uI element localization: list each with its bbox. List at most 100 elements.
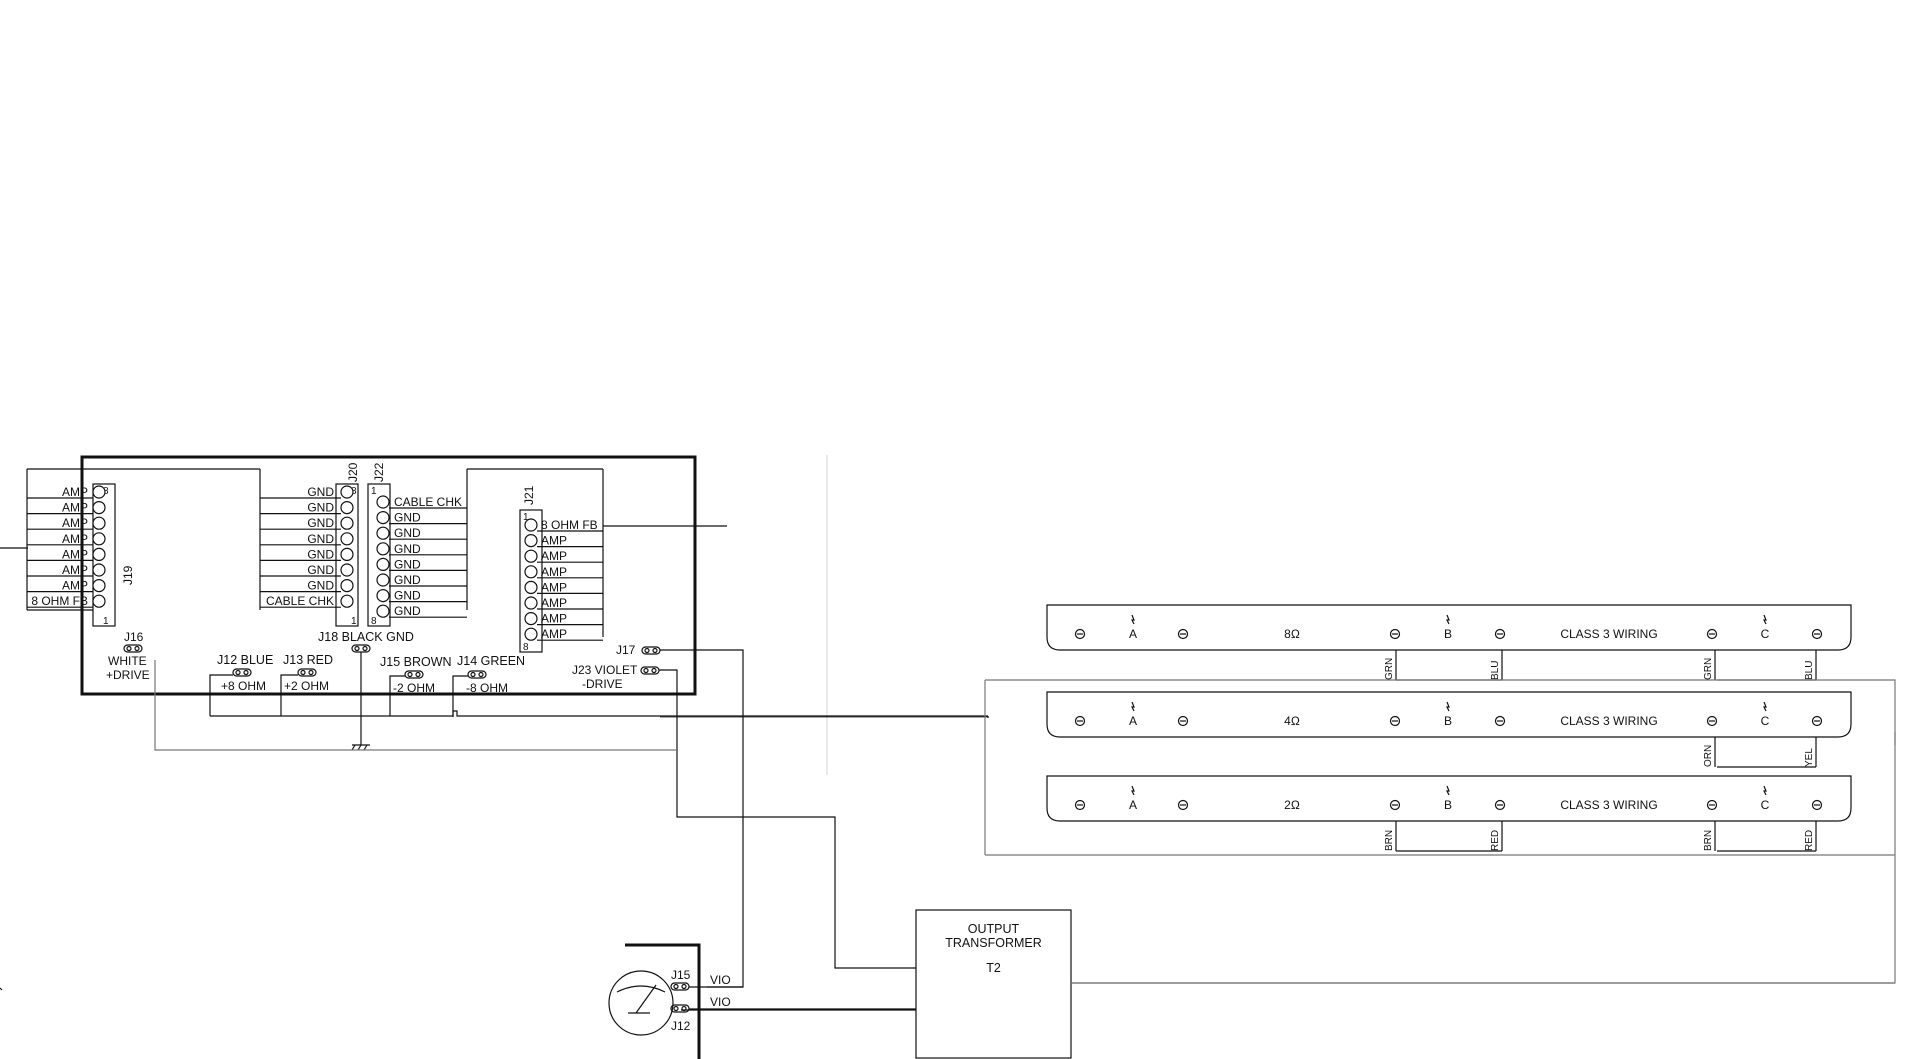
j19-pin bbox=[92, 532, 106, 546]
j21-pin bbox=[524, 518, 538, 532]
j22-pin-label: GND bbox=[394, 511, 421, 525]
j19-pin-bottom: 1 bbox=[103, 616, 109, 627]
j20-pin-label: GND bbox=[307, 547, 334, 561]
j22-pin bbox=[376, 510, 390, 525]
j21-pin-label: AMP bbox=[541, 627, 567, 641]
plus-drive-label: +DRIVE bbox=[106, 668, 150, 682]
j22-pin-label: CABLE CHK bbox=[394, 495, 462, 509]
svg-text:J23 VIOLET: J23 VIOLET bbox=[572, 663, 638, 677]
j20-pin-label: GND bbox=[307, 485, 334, 499]
j22-ref: J22 bbox=[372, 462, 386, 482]
strip-frame bbox=[985, 679, 1896, 984]
j21-pin bbox=[524, 580, 538, 595]
j20-pin-top: 8 bbox=[351, 486, 357, 497]
j19-pin-label: AMP bbox=[62, 579, 88, 593]
j22-pin-label: GND bbox=[394, 604, 421, 618]
fuse-icon bbox=[1763, 614, 1767, 625]
j21-pin-label: AMP bbox=[541, 565, 567, 579]
j21-pin bbox=[524, 627, 538, 641]
output-transformer: OUTPUT TRANSFORMER T2 bbox=[681, 909, 1072, 1059]
j19-pin bbox=[92, 563, 106, 577]
j22-pin bbox=[376, 557, 390, 572]
j21-pin-label: AMP bbox=[541, 534, 567, 548]
strip-impedance: 8Ω bbox=[1284, 627, 1300, 641]
j13-value: +2 OHM bbox=[284, 679, 329, 693]
j20-ref: J20 bbox=[346, 462, 360, 482]
terminal-letter: A bbox=[1129, 627, 1137, 641]
j20-pin bbox=[340, 563, 354, 577]
jumper-j13: J13 RED +2 OHM bbox=[280, 653, 333, 716]
meter-assembly: J15 J12 VIO VIO bbox=[608, 943, 916, 1059]
jumper-j18: J18 BLACK GND bbox=[318, 630, 414, 751]
j21-pin-label: AMP bbox=[541, 612, 567, 626]
strip-class-label: CLASS 3 WIRING bbox=[1560, 798, 1657, 812]
j20-pin bbox=[340, 501, 354, 515]
meter-j15: J15 bbox=[671, 968, 691, 982]
svg-text:J12 BLUE: J12 BLUE bbox=[217, 653, 273, 667]
j22-pin-label: GND bbox=[394, 589, 421, 603]
svg-text:J18 BLACK GND: J18 BLACK GND bbox=[318, 630, 414, 644]
drive-return-wire bbox=[154, 660, 677, 751]
strip-impedance: 2Ω bbox=[1284, 798, 1300, 812]
j19-pin bbox=[92, 594, 106, 608]
j20-pin bbox=[340, 547, 354, 562]
fuse-icon bbox=[1446, 614, 1450, 625]
jumper-j14: J14 GREEN -8 OHM bbox=[452, 654, 525, 717]
svg-text:J16: J16 bbox=[124, 630, 144, 644]
j22-pin bbox=[376, 526, 390, 540]
wire-color-label: YEL bbox=[1804, 748, 1815, 767]
common-bus-wire bbox=[210, 710, 988, 717]
j19-pin bbox=[92, 485, 106, 499]
wire-color-label: ORN bbox=[1703, 745, 1714, 767]
j21-pin-label: AMP bbox=[541, 580, 567, 594]
jumper-j23: J23 VIOLET -DRIVE bbox=[572, 663, 916, 969]
wire-color-label: GRN bbox=[1384, 658, 1395, 680]
jumper-j12: J12 BLUE +8 OHM bbox=[209, 653, 273, 716]
j19-pin-label: AMP bbox=[62, 532, 88, 546]
wire-color-label: RED bbox=[1804, 830, 1815, 851]
wire-color-label: BLU bbox=[1804, 661, 1815, 680]
j22-pin-label: GND bbox=[394, 542, 421, 556]
transformer-line1: OUTPUT bbox=[968, 922, 1020, 936]
j21-pin-label: AMP bbox=[541, 596, 567, 610]
minus-drive-label: -DRIVE bbox=[582, 677, 623, 691]
j22-pin bbox=[376, 495, 390, 509]
svg-text:J14 GREEN: J14 GREEN bbox=[457, 654, 525, 668]
terminal-strip bbox=[1046, 775, 1852, 822]
j21-pin bbox=[524, 533, 538, 548]
white-label: WHITE bbox=[108, 654, 147, 668]
jumper-j15: J15 BROWN -2 OHM bbox=[380, 655, 452, 716]
j12-value: +8 OHM bbox=[221, 679, 266, 693]
svg-text:J15 BROWN: J15 BROWN bbox=[380, 655, 452, 669]
terminal-letter: B bbox=[1444, 798, 1452, 812]
j19-pin-label: 8 OHM FB bbox=[31, 594, 88, 608]
j22-pin bbox=[376, 588, 390, 603]
strip-class-label: CLASS 3 WIRING bbox=[1560, 714, 1657, 728]
wire-color-label: BRN bbox=[1703, 830, 1714, 851]
j22-pin-top: 1 bbox=[371, 486, 377, 497]
j21-pin bbox=[524, 565, 538, 579]
terminal-letter: C bbox=[1761, 798, 1770, 812]
j21-pin-label: 8 OHM FB bbox=[541, 518, 598, 532]
j19-pin bbox=[92, 516, 106, 530]
j20-pin-label: GND bbox=[307, 532, 334, 546]
strip-impedance: 4Ω bbox=[1284, 714, 1300, 728]
j21-pin-bottom: 8 bbox=[523, 642, 529, 653]
j19-pin-label: AMP bbox=[62, 516, 88, 530]
meter-j12: J12 bbox=[671, 1019, 691, 1033]
terminal-strip bbox=[1046, 604, 1852, 651]
meter-vio-1: VIO bbox=[710, 973, 731, 987]
wire-color-label: BRN bbox=[1384, 830, 1395, 851]
j14-value: -8 OHM bbox=[466, 681, 508, 695]
j22-pin-label: GND bbox=[394, 557, 421, 571]
fuse-icon bbox=[1131, 785, 1135, 796]
wire-color-label: RED bbox=[1490, 830, 1501, 851]
fuse-icon bbox=[1446, 701, 1450, 712]
j20-pin bbox=[340, 532, 354, 546]
terminal-strip bbox=[1046, 691, 1852, 738]
j20-pin-label: GND bbox=[307, 516, 334, 530]
